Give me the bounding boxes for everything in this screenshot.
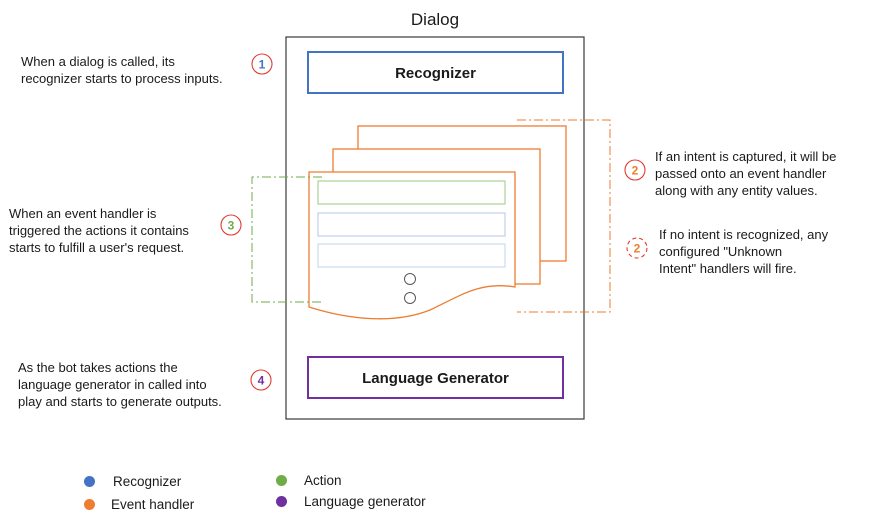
action-bracket bbox=[251, 176, 322, 303]
step-2b-text: If no intent is recognized, any configur… bbox=[659, 226, 828, 277]
step-1-line-1: When a dialog is called, its bbox=[21, 54, 175, 69]
language-generator-label: Language Generator bbox=[362, 370, 509, 387]
dialog-title: Dialog bbox=[411, 10, 459, 29]
legend-label-event-handler: Event handler bbox=[111, 497, 195, 512]
action-row-1 bbox=[317, 180, 506, 205]
legend-label-recognizer: Recognizer bbox=[113, 474, 182, 489]
action-row-2 bbox=[317, 212, 506, 237]
action-row-3 bbox=[317, 243, 506, 268]
step-2-line-2: passed onto an event handler bbox=[655, 166, 827, 181]
step-1-text: When a dialog is called, its recognizer … bbox=[21, 53, 223, 87]
step-2b-line-2: configured "Unknown bbox=[659, 244, 783, 259]
step-badge-3-number: 3 bbox=[228, 219, 235, 233]
legend-label-language-generator: Language generator bbox=[304, 494, 426, 509]
step-4-line-2: language generator in called into bbox=[18, 377, 207, 392]
action-placeholder-circle-1 bbox=[404, 273, 416, 285]
step-1-line-2: recognizer starts to process inputs. bbox=[21, 71, 223, 86]
step-badge-3-circle bbox=[220, 214, 242, 236]
step-badge-2b-number: 2 bbox=[634, 242, 641, 256]
event-handler-bracket bbox=[517, 119, 611, 313]
step-4-line-3: play and starts to generate outputs. bbox=[18, 394, 222, 409]
recognizer-label: Recognizer bbox=[395, 65, 476, 82]
step-badge-1-circle bbox=[251, 53, 273, 75]
step-2b-line-3: Intent" handlers will fire. bbox=[659, 261, 797, 276]
step-4-line-1: As the bot takes actions the bbox=[18, 360, 178, 375]
step-2-line-1: If an intent is captured, it will be bbox=[655, 149, 837, 164]
step-badge-2-circle bbox=[624, 159, 646, 181]
step-3-line-3: starts to fulfill a user's request. bbox=[9, 240, 185, 255]
step-2-line-3: along with any entity values. bbox=[655, 183, 818, 198]
step-badge-2-number: 2 bbox=[632, 164, 639, 178]
step-badge-2b-circle bbox=[626, 237, 648, 259]
step-3-text: When an event handler is triggered the a… bbox=[9, 205, 189, 256]
recognizer-box bbox=[307, 51, 564, 94]
step-badge-1-number: 1 bbox=[259, 58, 266, 72]
language-generator-box bbox=[307, 356, 564, 399]
legend-dot-event-handler bbox=[84, 499, 95, 510]
legend-label-action: Action bbox=[304, 473, 342, 488]
step-3-line-2: triggered the actions it contains bbox=[9, 223, 189, 238]
legend-dot-recognizer bbox=[84, 476, 95, 487]
step-badge-4-circle bbox=[250, 369, 272, 391]
legend-dot-action bbox=[276, 475, 287, 486]
step-3-line-1: When an event handler is bbox=[9, 206, 157, 221]
step-2b-line-1: If no intent is recognized, any bbox=[659, 227, 829, 242]
action-placeholder-circle-2 bbox=[404, 292, 416, 304]
step-4-text: As the bot takes actions the language ge… bbox=[18, 359, 222, 410]
step-badge-4-number: 4 bbox=[258, 374, 265, 388]
legend-dot-language-generator bbox=[276, 496, 287, 507]
step-2-text: If an intent is captured, it will be pas… bbox=[655, 148, 836, 199]
